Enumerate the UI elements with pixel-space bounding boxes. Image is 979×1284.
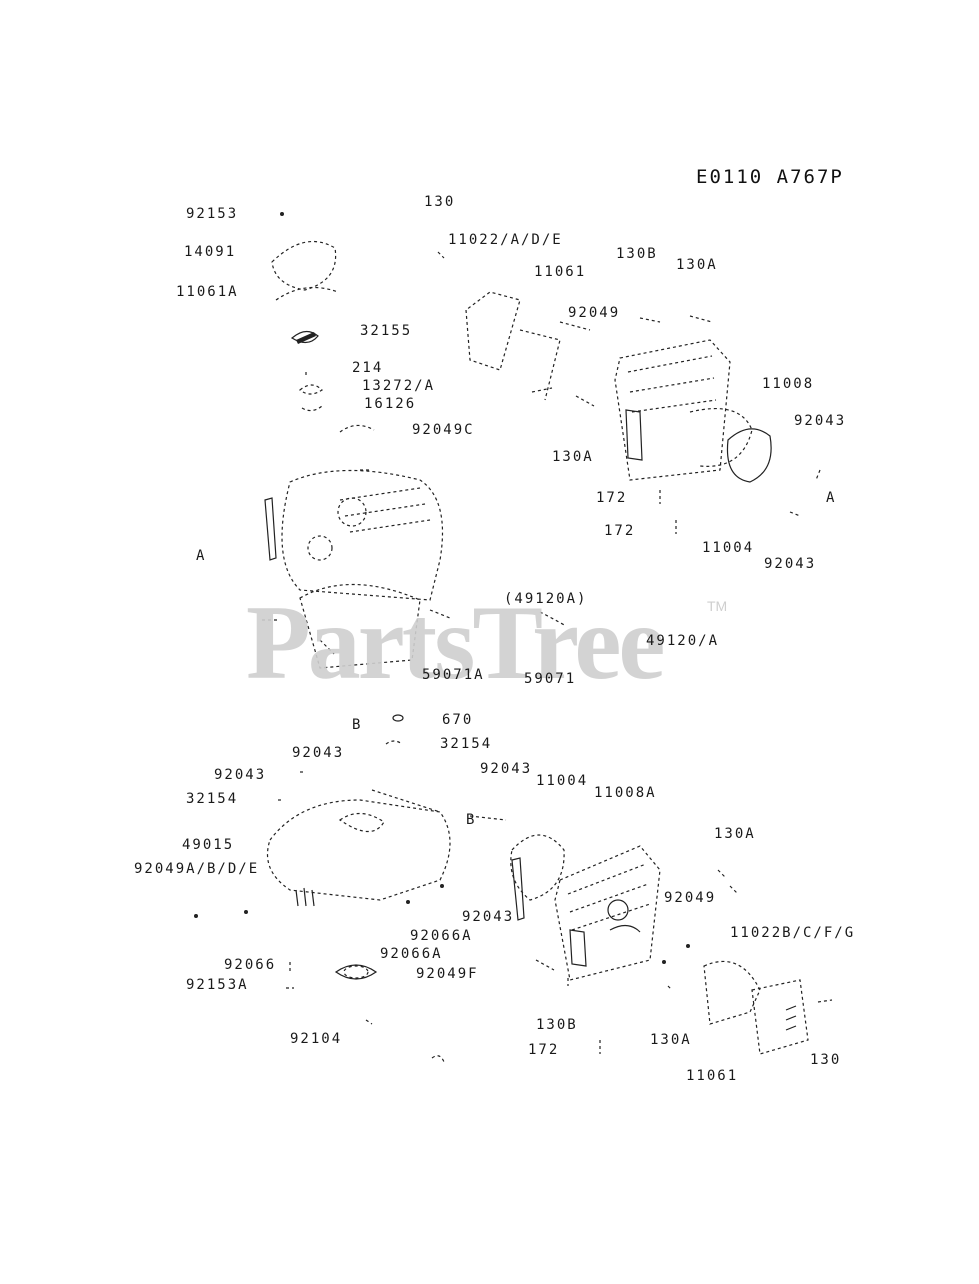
part-callout: 92043: [764, 556, 817, 572]
part-callout: 11061: [686, 1068, 739, 1084]
cap-assembly-part: [271, 212, 375, 433]
part-callout: 92049F: [416, 966, 479, 982]
leader-lines: [360, 251, 507, 821]
part-callout: 92043: [462, 909, 515, 925]
part-callout: 92049C: [412, 422, 475, 438]
part-callout: 172: [604, 523, 636, 539]
part-callout: 130: [424, 194, 456, 210]
part-callout: 11061A: [176, 284, 239, 300]
part-callout: 130: [810, 1052, 842, 1068]
part-callout: 11022B/C/F/G: [730, 925, 856, 941]
part-callout: 92049: [664, 890, 717, 906]
part-callout: 92066A: [380, 946, 443, 962]
part-callout: 32155: [360, 323, 413, 339]
part-callout: A: [826, 490, 837, 506]
part-callout: 92043: [292, 745, 345, 761]
part-callout: A: [196, 548, 207, 564]
part-callout: 130A: [676, 257, 718, 273]
part-callout: 172: [596, 490, 628, 506]
engine-base-part: [194, 714, 451, 1063]
watermark: PartsTree: [246, 584, 665, 701]
part-callout: 92043: [214, 767, 267, 783]
cylinder-head-2-part: [510, 834, 833, 1055]
part-callout: 130A: [552, 449, 594, 465]
part-callout: 16126: [364, 396, 417, 412]
part-callout: 130A: [650, 1032, 692, 1048]
crankcase-part: [262, 469, 567, 669]
part-callout: 59071: [524, 671, 577, 687]
part-callout: 92043: [794, 413, 847, 429]
part-callout: 11004: [536, 773, 589, 789]
part-callout: B: [466, 812, 477, 828]
part-callout: 14091: [184, 244, 237, 260]
trademark-symbol: TM: [707, 598, 728, 614]
part-callout: 92066A: [410, 928, 473, 944]
part-callout: 670: [442, 712, 474, 728]
part-callout: 49120/A: [646, 633, 720, 649]
part-callout: 130A: [714, 826, 756, 842]
part-callout: 92049A/B/D/E: [134, 861, 260, 877]
part-callout: 92153A: [186, 977, 249, 993]
part-callout: 214: [352, 360, 384, 376]
part-callout: 11022/A/D/E: [448, 232, 563, 248]
part-callout: B: [352, 717, 363, 733]
part-callout: 11008A: [594, 785, 657, 801]
part-callout: 130B: [616, 246, 658, 262]
part-callout: (49120A): [504, 591, 588, 607]
part-callout: 92066: [224, 957, 277, 973]
part-callout: 32154: [186, 791, 239, 807]
part-callout: 92104: [290, 1031, 343, 1047]
part-callout: 13272/A: [362, 378, 436, 394]
part-callout: 32154: [440, 736, 493, 752]
cylinder-head-part: [465, 291, 821, 534]
part-callout: 92043: [480, 761, 533, 777]
part-callout: 172: [528, 1042, 560, 1058]
part-callout: 49015: [182, 837, 235, 853]
diagram-code: E0110 A767P: [696, 166, 844, 188]
part-callout: 59071A: [422, 667, 485, 683]
part-callout: 11004: [702, 540, 755, 556]
part-callout: 11008: [762, 376, 815, 392]
part-callout: 92049: [568, 305, 621, 321]
part-callout: 92153: [186, 206, 239, 222]
part-callout: 130B: [536, 1017, 578, 1033]
part-callout: 11061: [534, 264, 587, 280]
